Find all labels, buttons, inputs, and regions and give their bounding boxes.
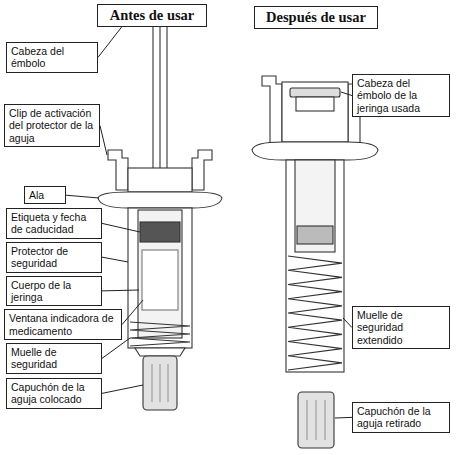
plunger-stopper [297,226,333,244]
spring-coil [288,256,342,370]
leader-line [102,338,130,358]
section-heading: Antes de usar [97,4,207,27]
part-label: Cabeza del émbolo [6,42,98,73]
section-heading: Después de usar [254,6,378,29]
leader-line [343,318,352,328]
label-text: Muelle de seguridad extendido [357,309,445,346]
activation-clip [262,76,282,150]
needle-cap [143,356,177,410]
label-text: Ala [29,189,61,201]
heading-text: Antes de usar [103,7,201,24]
barrel-tip [135,348,185,356]
collar [282,82,348,142]
label-text: Ventana indicadora de medicamento [9,312,117,337]
part-label: Muelle de seguridad extendido [352,306,450,349]
part-label: Etiqueta y fecha de caducidad [6,208,102,239]
label-text: Cuerpo de la jeringa [11,279,97,304]
label-text: Capuchón de la aguja retirado [357,405,445,430]
safety-shield [128,208,192,348]
plunger-neck [296,97,334,111]
part-label: Ala [24,186,66,204]
leader-line [102,290,139,292]
label-text: Cabeza del émbolo de la jeringa usada [357,77,445,114]
syringe-barrel [138,210,182,338]
leader-line [102,223,140,232]
leader-line [335,417,352,419]
label-text: Etiqueta y fecha de caducidad [11,211,97,236]
part-label: Cabeza del émbolo de la jeringa usada [352,74,450,117]
part-label: Cuerpo de la jeringa [6,276,102,307]
leader-line [66,195,99,198]
label-text: Protector de seguridad [11,245,97,270]
leader-line [102,385,143,393]
leader-line [341,92,352,96]
spring-coil [130,322,190,346]
used-plunger-head [290,88,340,97]
activation-clip [108,150,128,190]
finger-wing [98,192,222,208]
removed-needle-cap [298,392,334,448]
part-label: Protector de seguridad [6,242,102,273]
medication-window [142,250,178,310]
part-label: Ventana indicadora de medicamento [4,309,122,340]
leader-line [122,300,143,325]
part-label: Clip de activación del protector de la a… [4,104,100,147]
label-text: Clip de activación del protector de la a… [9,107,95,144]
leader-line [100,126,107,155]
label-text: Cabeza del émbolo [11,45,93,70]
activation-clip [192,150,212,190]
label-text: Muelle de seguridad [11,346,97,371]
heading-text: Después de usar [260,9,372,26]
collar [128,168,192,192]
part-label: Capuchón de la aguja colocado [6,378,102,409]
leader-line [102,257,128,262]
part-label: Capuchón de la aguja retirado [352,402,450,433]
part-label: Muelle de seguridad [6,343,102,374]
label-text: Capuchón de la aguja colocado [11,381,97,406]
syringe-barrel [295,160,335,252]
plunger-stopper [140,222,180,242]
safety-shield [286,160,344,372]
finger-wing [252,142,378,160]
